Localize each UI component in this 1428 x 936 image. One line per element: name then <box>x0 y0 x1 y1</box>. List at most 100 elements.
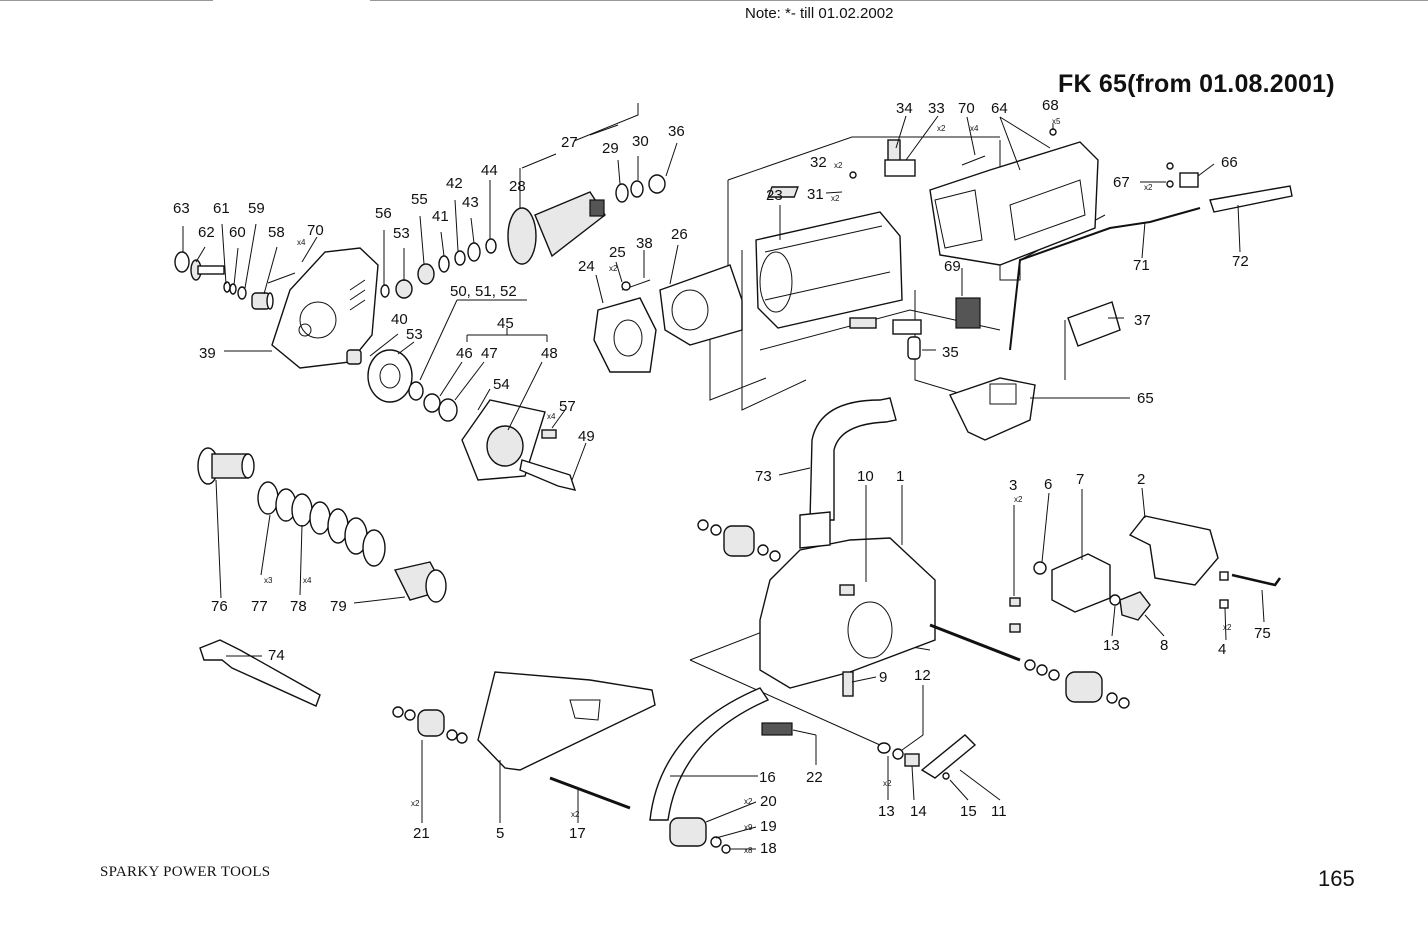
callout-70b: 70 <box>307 222 324 239</box>
brand-footer: SPARKY POWER TOOLS <box>100 864 271 880</box>
callout-70a: 70 <box>958 100 975 117</box>
callout-32: 32 <box>810 154 827 171</box>
callout-41: 41 <box>432 208 449 225</box>
callout-6: 6 <box>1044 476 1052 493</box>
callout-14: 14 <box>910 803 927 820</box>
part-70-screw-top <box>961 155 986 166</box>
page-title: FK 65(from 01.08.2001) <box>1058 70 1335 98</box>
part-14-pin <box>904 753 920 767</box>
callout-labels: 1 2 3 4 5 6 7 8 9 10 11 12 13 13 14 15 1… <box>173 97 1271 857</box>
callout-47: 47 <box>481 345 498 362</box>
callout-57: 57 <box>559 398 576 415</box>
part-22-label <box>761 722 793 736</box>
page-number: 165 <box>1318 866 1355 891</box>
revision-note: Note: *- till 01.02.2002 <box>745 5 894 22</box>
part-19-washer <box>710 836 722 848</box>
qty-20: x2 <box>744 797 753 806</box>
callout-22: 22 <box>806 769 823 786</box>
callout-21: 21 <box>413 825 430 842</box>
part-10-washer <box>839 584 855 596</box>
part-58-bushing <box>251 292 274 310</box>
part-35-clamp <box>849 317 922 360</box>
callout-31: 31 <box>807 186 824 203</box>
callout-29: 29 <box>602 140 619 157</box>
part-20-roller <box>669 817 707 847</box>
part-39-gear-housing <box>271 247 379 369</box>
callout-60: 60 <box>229 224 246 241</box>
callout-50-51-52: 50, 51, 52 <box>450 283 517 300</box>
part-79-sleeve <box>393 561 447 603</box>
callout-4: 4 <box>1218 641 1226 658</box>
part-2-bracket <box>1128 515 1219 586</box>
part-41-ring <box>438 255 450 273</box>
callout-40: 40 <box>391 311 408 328</box>
part-62-spindle <box>190 259 225 281</box>
callout-59: 59 <box>248 200 265 217</box>
roller-group-upper <box>697 519 781 562</box>
part-33-holder <box>884 159 916 177</box>
part-48-ring <box>438 398 458 422</box>
callout-61: 61 <box>213 200 230 217</box>
part-12-ring <box>892 748 904 760</box>
callout-54: 54 <box>493 376 510 393</box>
callout-20: 20 <box>760 793 777 810</box>
callout-12: 12 <box>914 667 931 684</box>
part-43-bearing <box>467 242 481 262</box>
callout-43: 43 <box>462 194 479 211</box>
callout-10: 10 <box>857 468 874 485</box>
part-13-washer-upper <box>1109 594 1121 606</box>
part-32-screw <box>849 171 857 179</box>
part-64-handle <box>929 141 1099 266</box>
callout-16: 16 <box>759 769 776 786</box>
qty-17: x2 <box>571 810 580 819</box>
callout-63: 63 <box>173 200 190 217</box>
part-25-screw <box>621 281 631 291</box>
part-4-nut <box>1219 571 1229 581</box>
callout-53b: 53 <box>406 326 423 343</box>
part-21-roller <box>392 706 468 744</box>
part-23-motor-housing <box>755 211 903 329</box>
callout-77: 77 <box>251 598 268 615</box>
callout-79: 79 <box>330 598 347 615</box>
qty-68: x5 <box>1052 117 1061 126</box>
callout-65: 65 <box>1137 390 1154 407</box>
part-73-tube <box>809 397 897 521</box>
top-rule-left <box>0 0 213 1</box>
callout-11: 11 <box>991 803 1007 820</box>
callout-13b: 13 <box>878 803 895 820</box>
qty-77: x3 <box>264 576 273 585</box>
callout-49: 49 <box>578 428 595 445</box>
callout-69: 69 <box>944 258 961 275</box>
part-7-plate <box>1051 553 1111 613</box>
callout-55: 55 <box>411 191 428 208</box>
callout-67: 67 <box>1113 174 1130 191</box>
qty-70b: x4 <box>297 238 306 247</box>
qty-19: x9 <box>744 823 753 832</box>
part-67b-screw <box>1166 180 1174 188</box>
callout-73: 73 <box>755 468 772 485</box>
part-11-lever <box>920 734 977 779</box>
part-28-armature <box>507 191 606 265</box>
qty-33: x2 <box>937 124 946 133</box>
callout-62: 62 <box>198 224 215 241</box>
part-34-brush <box>887 139 901 163</box>
callout-25: 25 <box>609 244 626 261</box>
part-55-nut <box>417 263 435 285</box>
part-53-pinion <box>395 279 413 299</box>
callout-33: 33 <box>928 100 945 117</box>
part-71-cable <box>1009 207 1201 351</box>
qty-25: x2 <box>609 264 618 273</box>
part-37-plug <box>1067 301 1121 347</box>
qty-4: x2 <box>1223 623 1232 632</box>
callout-53a: 53 <box>393 225 410 242</box>
part-29-washer <box>615 183 629 203</box>
top-rule-right <box>370 0 1428 1</box>
callout-9: 9 <box>879 669 887 686</box>
callout-42: 42 <box>446 175 463 192</box>
part-42-ring <box>454 250 466 266</box>
part-15-screw <box>942 772 950 780</box>
callout-75: 75 <box>1254 625 1271 642</box>
callout-34: 34 <box>896 100 913 117</box>
part-57-screw <box>541 429 557 439</box>
